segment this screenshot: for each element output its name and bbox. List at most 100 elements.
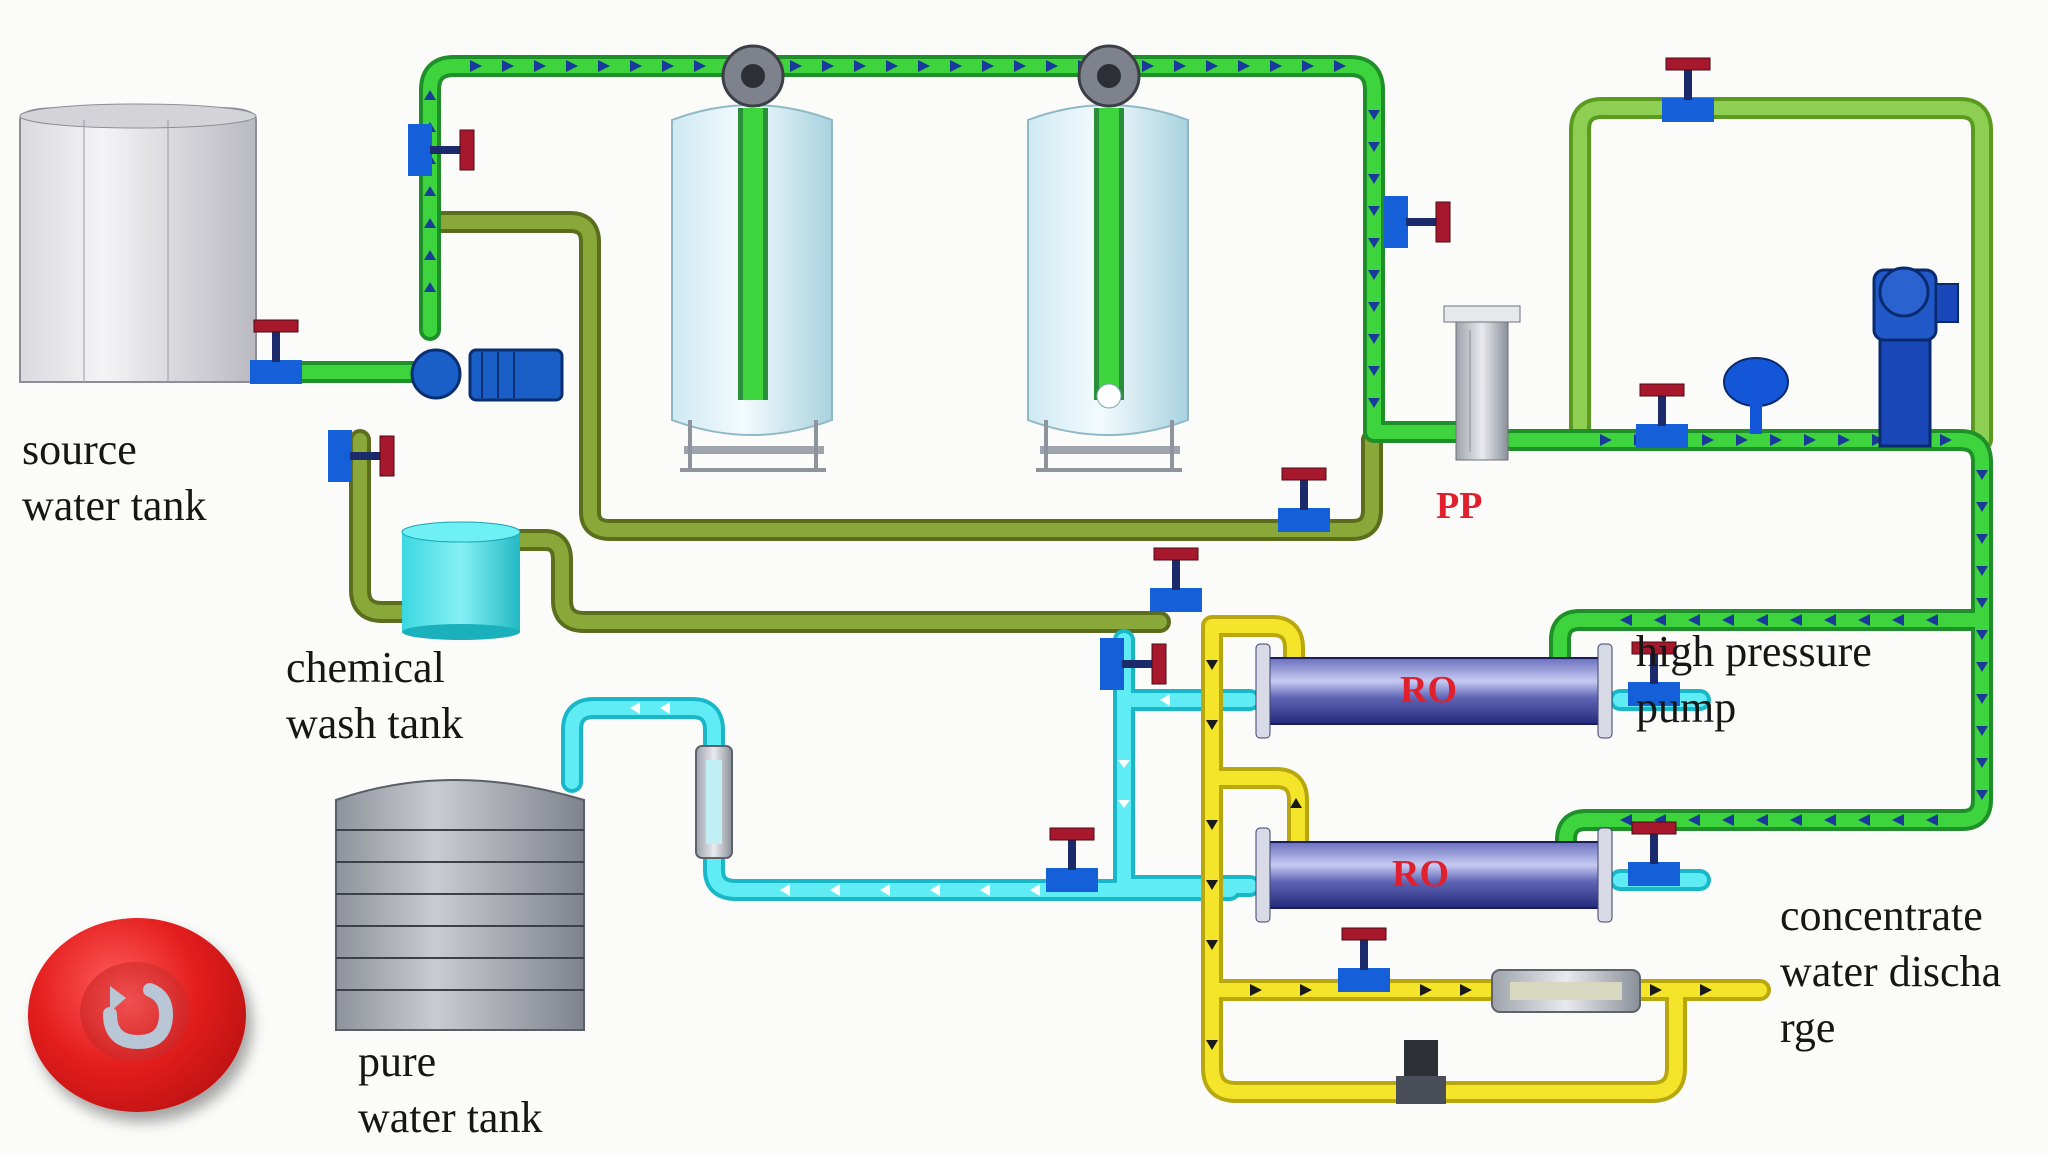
flow-arrow	[1940, 434, 1952, 446]
valve-8[interactable]	[1046, 827, 1098, 892]
flow-arrow	[470, 60, 482, 72]
flow-arrow	[1368, 142, 1380, 152]
multimedia-filter-1	[671, 44, 833, 454]
flow-arrow	[1736, 434, 1748, 446]
flow-arrow	[1368, 334, 1380, 344]
flow-arrow	[1014, 60, 1026, 72]
flow-arrow	[1368, 270, 1380, 280]
back-button[interactable]	[28, 918, 246, 1112]
flow-arrow	[1976, 470, 1988, 480]
flow-arrow	[1976, 598, 1988, 608]
flow-arrow	[1620, 814, 1632, 826]
concentrate-discharge-label: concentrate water discha rge	[1780, 891, 2002, 1052]
flow-arrow	[1142, 60, 1154, 72]
flow-arrow	[1368, 238, 1380, 248]
high-pressure-pump-label: high pressure pump	[1636, 627, 1872, 732]
flow-arrow	[1976, 726, 1988, 736]
valve-7[interactable]	[1100, 638, 1167, 690]
flow-arrow	[1368, 110, 1380, 120]
flow-arrow	[1046, 60, 1058, 72]
valve-1[interactable]	[250, 319, 302, 384]
flow-arrow	[1368, 398, 1380, 408]
valve-6[interactable]	[1150, 547, 1202, 612]
raw-flow-arrows	[424, 60, 1988, 826]
flow-arrow	[1620, 614, 1632, 626]
return-arrow-icon	[103, 983, 174, 1050]
flow-arrow	[790, 60, 802, 72]
pure-water-tank-label: pure water tank	[358, 1037, 543, 1142]
flow-arrow	[1858, 614, 1870, 626]
flow-arrow	[1600, 434, 1612, 446]
flow-arrow	[424, 250, 436, 260]
flow-arrow	[424, 90, 436, 100]
ro-bottom-label: RO	[1392, 853, 1449, 895]
flow-arrow	[1688, 814, 1700, 826]
multimedia-filter-2	[1027, 44, 1189, 454]
flow-arrow	[424, 282, 436, 292]
filter-stand-legs	[680, 420, 1182, 472]
flow-arrow	[1858, 814, 1870, 826]
flow-arrow	[1722, 614, 1734, 626]
valve-9[interactable]	[1338, 927, 1390, 992]
flow-arrow	[1976, 534, 1988, 544]
flow-arrow	[1368, 174, 1380, 184]
pure-water-tank	[335, 779, 585, 1031]
flow-arrow	[1238, 60, 1250, 72]
flow-arrow	[424, 218, 436, 228]
flow-arrow	[1368, 302, 1380, 312]
flow-arrow	[854, 60, 866, 72]
flow-arrow	[1976, 790, 1988, 800]
flow-arrow	[1302, 60, 1314, 72]
return-pipes	[349, 97, 1993, 633]
flow-arrow	[1892, 614, 1904, 626]
flow-arrow	[1790, 614, 1802, 626]
flow-arrow	[1926, 814, 1938, 826]
flow-arrow	[1824, 614, 1836, 626]
flow-arrow	[598, 60, 610, 72]
flow-arrow	[1206, 60, 1218, 72]
flow-arrow	[1790, 814, 1802, 826]
source-water-tank-label: source water tank	[22, 425, 207, 530]
valve-13[interactable]	[1628, 821, 1680, 886]
flow-arrow	[1334, 60, 1346, 72]
flow-arrow	[630, 60, 642, 72]
flow-arrow	[1824, 814, 1836, 826]
flow-arrow	[1838, 434, 1850, 446]
flow-arrow	[1770, 434, 1782, 446]
flow-arrow	[502, 60, 514, 72]
flow-arrow	[1976, 630, 1988, 640]
valve-10[interactable]	[1662, 57, 1714, 122]
flow-arrow	[662, 60, 674, 72]
valve-4[interactable]	[1384, 196, 1451, 248]
valve-5[interactable]	[1278, 467, 1330, 532]
flow-arrow	[982, 60, 994, 72]
flow-arrow	[918, 60, 930, 72]
flow-arrow	[1368, 206, 1380, 216]
flow-arrow	[694, 60, 706, 72]
ro-top-label: RO	[1400, 669, 1457, 711]
flow-arrow	[1926, 614, 1938, 626]
flow-arrow	[1872, 434, 1884, 446]
raw-water-pipes	[233, 55, 1993, 871]
flow-arrow	[1976, 502, 1988, 512]
pp-filter-label: PP	[1436, 485, 1483, 527]
flow-arrow	[1976, 566, 1988, 576]
concentrate-flowmeter	[1491, 969, 1641, 1013]
flow-arrow	[1804, 434, 1816, 446]
valve-12[interactable]	[1628, 641, 1680, 706]
chemical-wash-tank	[401, 521, 521, 640]
chemical-wash-tank-label: chemical wash tank	[286, 643, 464, 748]
valve-11[interactable]	[1636, 383, 1688, 448]
flow-arrow	[1756, 814, 1768, 826]
concentrate-flow-arrows	[1206, 660, 1712, 1050]
pure-water-flowmeter	[695, 745, 733, 859]
valve-2[interactable]	[408, 124, 475, 176]
flow-arrow	[534, 60, 546, 72]
flow-arrow	[1688, 614, 1700, 626]
flow-arrow	[886, 60, 898, 72]
ro-membrane-top	[1255, 643, 1613, 739]
valve-3[interactable]	[328, 430, 395, 482]
flow-arrow	[1756, 614, 1768, 626]
